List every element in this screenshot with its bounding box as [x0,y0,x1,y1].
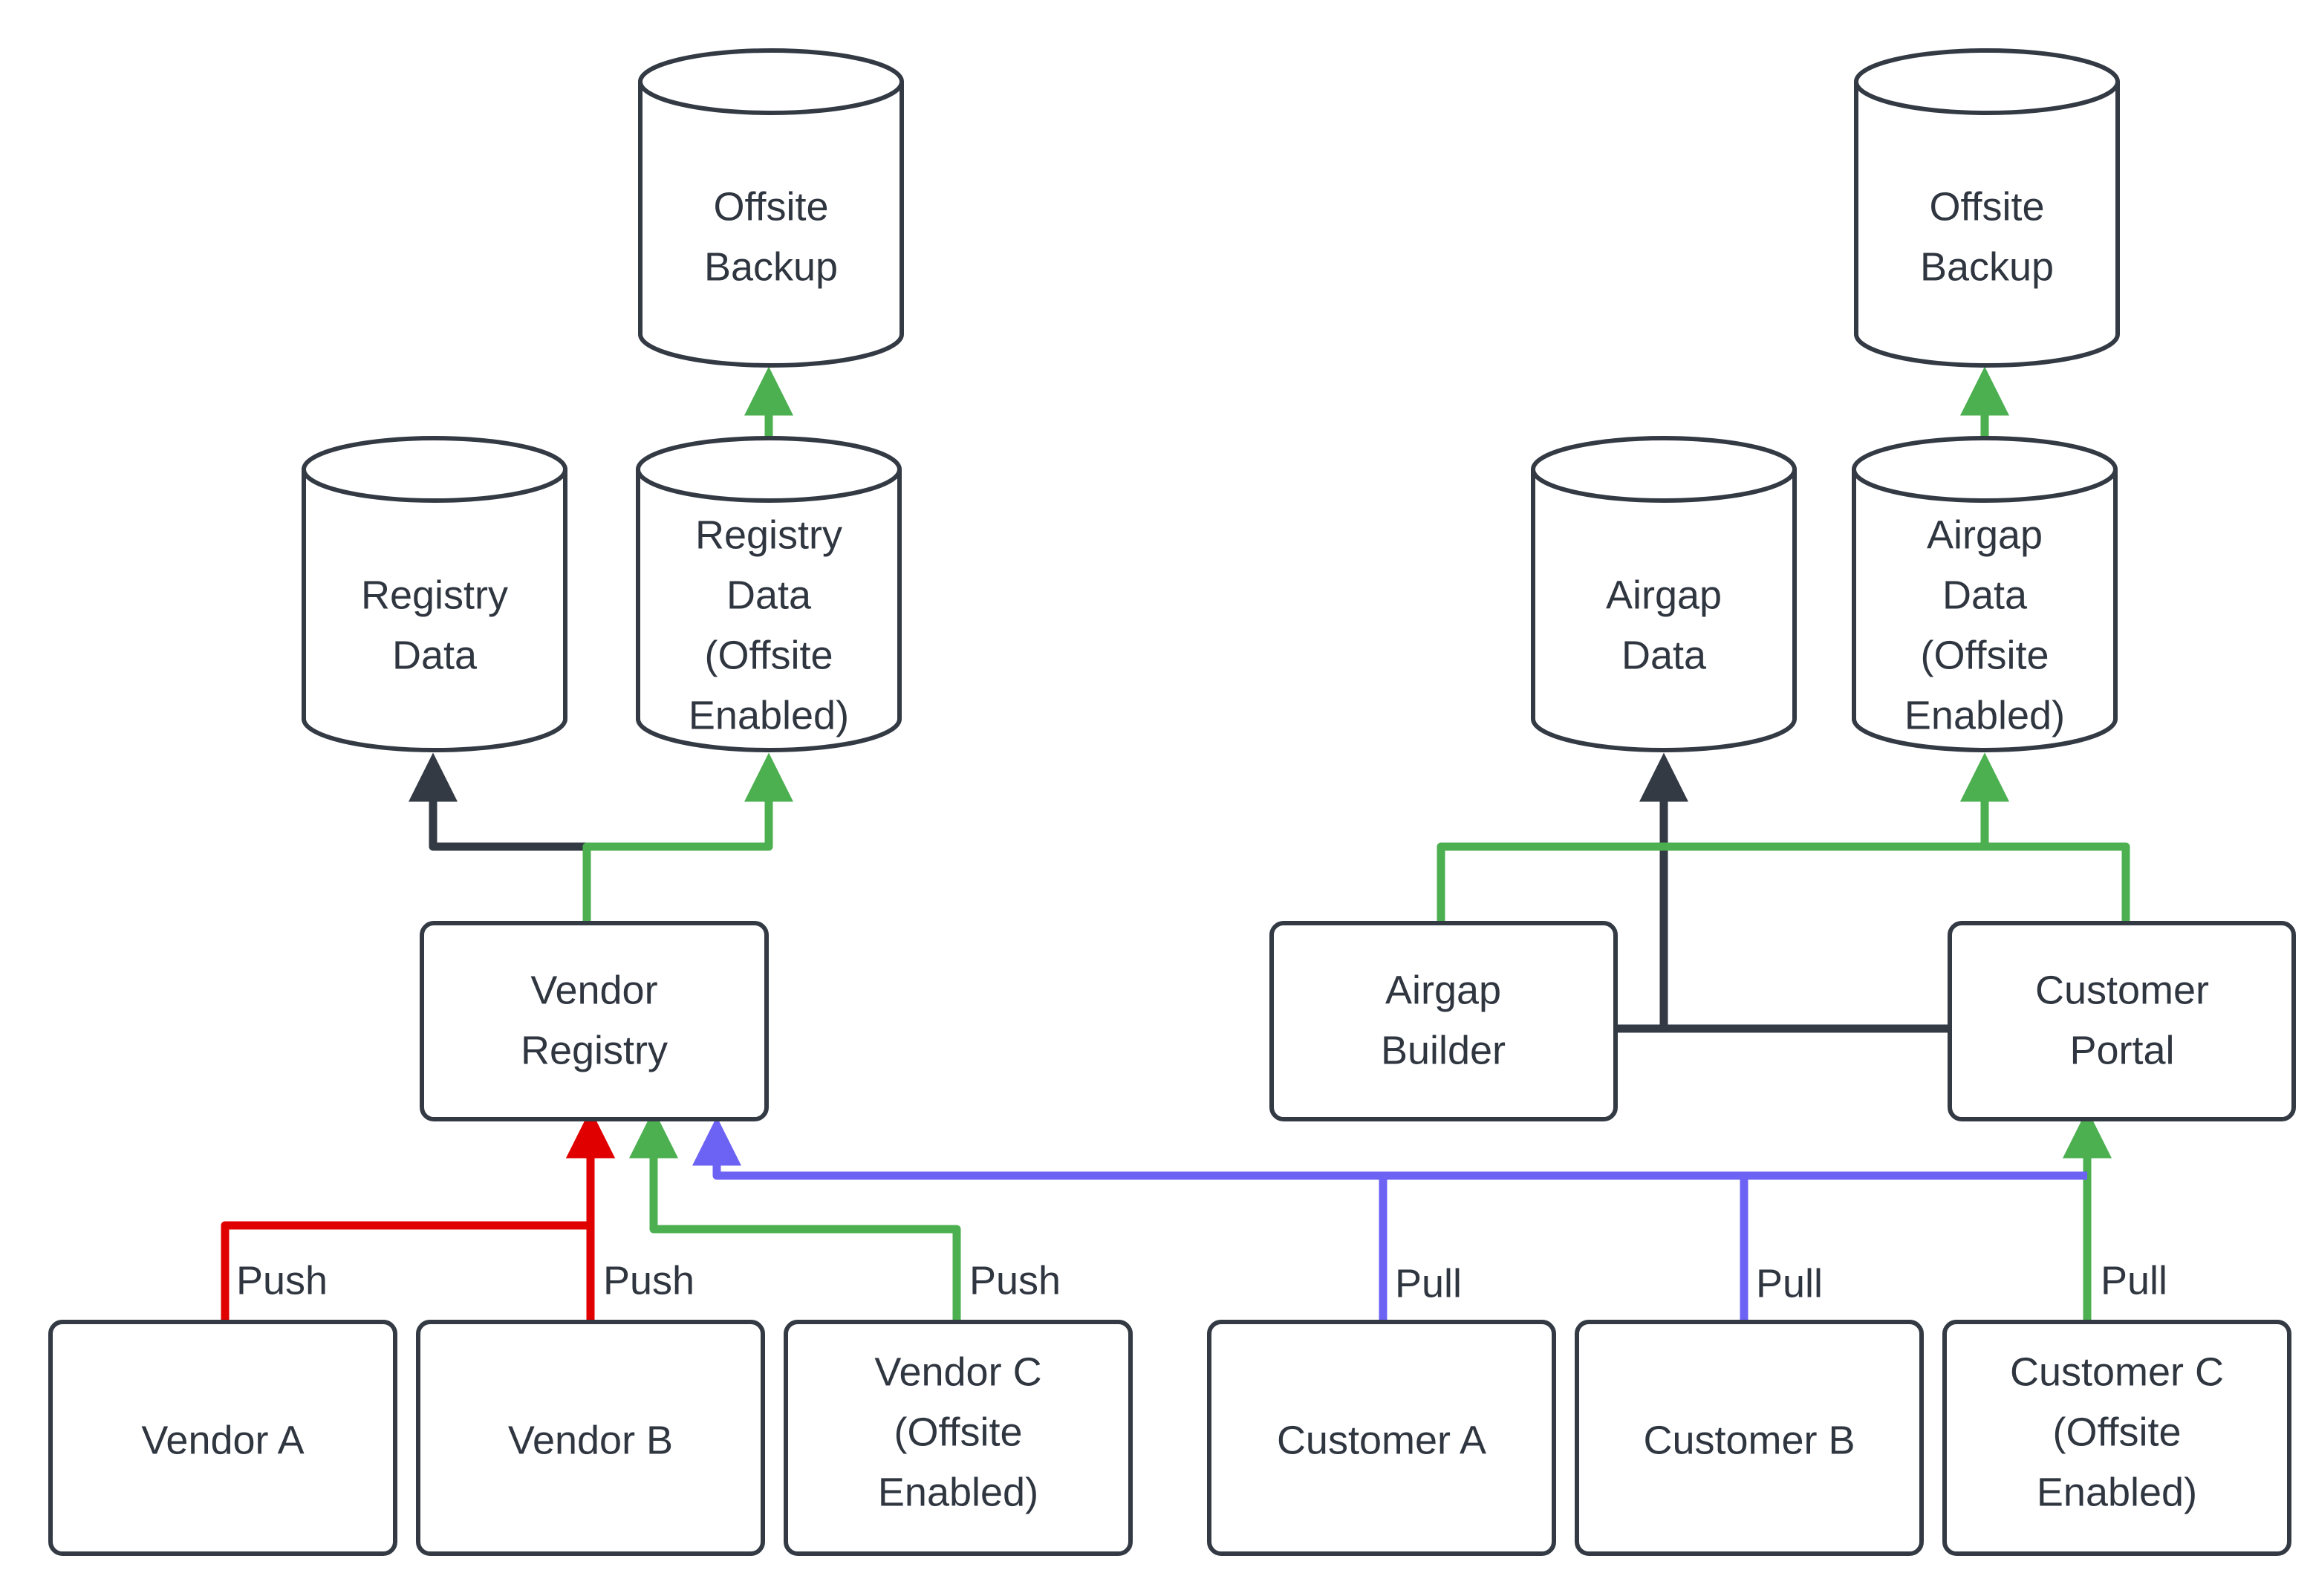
node-box [784,1320,1133,1556]
node-offsite-backup-right[interactable]: Offsite Backup [1854,48,2120,368]
node-box [1948,921,2296,1121]
edge-label-pull-customer-c: Pull [2101,1258,2167,1303]
node-label-line1: Customer B [1643,1418,1855,1462]
node-label-line2: Data [1942,573,2028,617]
node-label-line3: (Offsite [1920,633,2049,677]
cylinder-top [1854,48,2120,115]
edge-vendor-registry-to-registry-data-offsite [582,752,793,921]
cylinder-body [1854,79,2120,368]
edge-label-push-vendor-c: Push [969,1258,1061,1303]
node-vendor-a[interactable]: Vendor A [48,1320,397,1556]
edge-customer-portal-to-airgap-data-offsite [1960,752,2130,921]
node-label-line3: Enabled) [2037,1470,2197,1514]
node-label-line2: Data [1621,633,1707,677]
node-label-line3: Enabled) [878,1470,1038,1514]
cylinder-body [1531,467,1797,752]
node-box [1207,1320,1556,1556]
node-label-line1: Airgap [1927,512,2043,557]
node-offsite-backup-left[interactable]: Offsite Backup [638,48,904,368]
edge-label-push-vendor-a: Push [236,1258,328,1303]
cylinder-body [636,467,902,752]
node-box [416,1320,765,1556]
node-airgap-data[interactable]: Airgap Data [1531,436,1797,752]
node-label-line2: Data [726,573,812,617]
edge-customer-b-pull [717,1171,1748,1320]
node-label-line1: Vendor A [141,1418,304,1462]
node-label-line2: Backup [1920,244,2054,289]
node-box [1269,921,1618,1121]
node-box [420,921,769,1121]
node-label-line2: Registry [521,1028,668,1072]
node-label-line1: Customer A [1277,1418,1486,1462]
node-vendor-b[interactable]: Vendor B [416,1320,765,1556]
cylinder-top [636,436,902,503]
cylinder-top [302,436,567,503]
edge-vendor-c-push [629,1109,961,1320]
node-label-line2: Builder [1381,1028,1506,1072]
node-box [1942,1320,2291,1556]
cylinder-top [638,48,904,115]
node-label-line1: Customer C [2010,1349,2224,1394]
node-airgap-data-offsite[interactable]: Airgap Data (Offsite Enabled) [1852,436,2118,752]
node-label-line2: Data [392,633,478,677]
node-customer-b[interactable]: Customer B [1575,1320,1924,1556]
node-label-line2: (Offsite [894,1410,1022,1454]
node-label-line1: Offsite [713,184,828,229]
node-label-line1: Registry [361,573,508,617]
edge-vendor-registry-to-registry-data [409,752,591,921]
node-label-line2: (Offsite [2052,1410,2181,1454]
cylinder-top [1531,436,1797,503]
node-label-line2: Backup [704,244,838,289]
node-label-line1: Vendor [530,968,657,1012]
node-box [1575,1320,1924,1556]
edge-airgap-builder-to-airgap-data-offsite [1437,752,2009,921]
node-vendor-registry[interactable]: Vendor Registry [420,921,769,1121]
cylinder-body [638,79,904,368]
cylinder-body [1852,467,2118,752]
node-label-line1: Vendor B [508,1418,673,1462]
node-label-line1: Vendor C [874,1349,1041,1394]
node-registry-data[interactable]: Registry Data [302,436,567,752]
edge-label-pull-customer-a: Pull [1395,1261,1462,1306]
node-customer-portal[interactable]: Customer Portal [1948,921,2296,1121]
node-label-line1: Airgap [1385,968,1501,1012]
node-customer-a[interactable]: Customer A [1207,1320,1556,1556]
node-label-line1: Airgap [1606,573,1722,617]
cylinder-top [1852,436,2118,503]
node-label-line3: (Offsite [704,633,833,677]
edge-label-push-vendor-b: Push [603,1258,694,1303]
node-customer-c[interactable]: Customer C (Offsite Enabled) [1942,1320,2291,1556]
node-registry-data-offsite[interactable]: Registry Data (Offsite Enabled) [636,436,902,752]
edge-label-pull-customer-b: Pull [1756,1261,1823,1306]
node-label-line2: Portal [2069,1028,2174,1072]
node-vendor-c[interactable]: Vendor C (Offsite Enabled) [784,1320,1133,1556]
node-airgap-builder[interactable]: Airgap Builder [1269,921,1618,1121]
cylinder-body [302,467,567,752]
node-label-line4: Enabled) [1904,693,2065,737]
node-label-line1: Registry [695,512,842,557]
node-box [48,1320,397,1556]
node-label-line4: Enabled) [689,693,849,737]
node-label-line1: Offsite [1929,184,2044,229]
node-label-line1: Customer [2035,968,2209,1012]
